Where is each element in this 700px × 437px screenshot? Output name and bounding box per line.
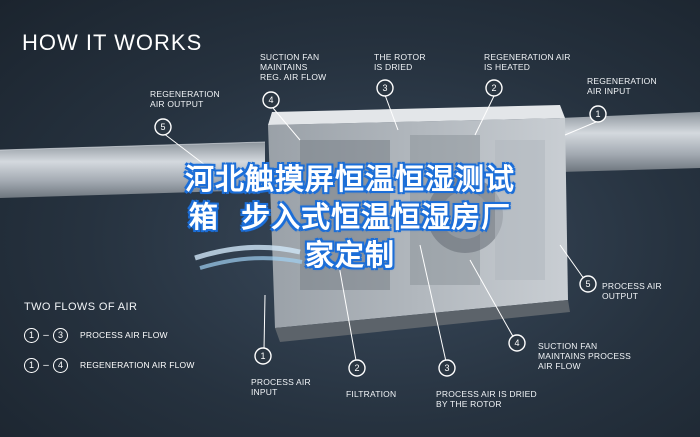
- legend-row-regeneration: 1 – 4 REGENERATION AIR FLOW: [24, 356, 195, 374]
- label-suction-fan-process: SUCTION FAN MAINTAINS PROCESS AIR FLOW: [538, 341, 631, 371]
- legend-end-marker: 4: [53, 357, 68, 373]
- overlay-banner: 河北触摸屏恒温恒湿测试 箱 步入式恒温恒湿房厂 家定制: [110, 160, 590, 274]
- leader-lines: [162, 94, 597, 367]
- legend-start-marker: 1: [24, 357, 39, 373]
- label-process-air-input: PROCESS AIR INPUT: [251, 377, 311, 397]
- top-callout-4-circle: [485, 79, 503, 97]
- label-process-air-dried: PROCESS AIR IS DRIED BY THE ROTOR: [436, 389, 537, 409]
- bottom-callout-1-circle: [254, 347, 272, 365]
- top-callout-5-circle: [589, 105, 607, 123]
- banner-line-2: 箱 步入式恒温恒湿房厂: [188, 200, 512, 234]
- bottom-callout-2-circle: [348, 359, 366, 377]
- top-callout-5-number: 1: [595, 109, 600, 119]
- banner-line-1: 河北触摸屏恒温恒湿测试: [184, 162, 515, 196]
- label-rotor-dried: THE ROTOR IS DRIED: [374, 52, 426, 72]
- top-callout-3-number: 3: [382, 83, 387, 93]
- bottom-callout-5-number: 5: [585, 279, 590, 289]
- legend-title: TWO FLOWS OF AIR: [24, 301, 138, 313]
- top-callout-1-circle: [154, 118, 172, 136]
- bottom-callout-5-circle: [579, 275, 597, 293]
- top-callout-2-number: 4: [268, 95, 273, 105]
- label-regeneration-heated: REGENERATION AIR IS HEATED: [484, 52, 571, 72]
- top-callout-2-circle: [262, 91, 280, 109]
- top-callout-3-circle: [376, 79, 394, 97]
- left-duct: [0, 141, 266, 198]
- airflow-arrows: [194, 244, 303, 270]
- top-callout-1-number: 5: [160, 122, 165, 132]
- legend-start-marker: 1: [24, 327, 39, 343]
- bottom-callout-1-number: 1: [260, 351, 265, 361]
- bottom-callout-3-circle: [438, 359, 456, 377]
- legend-dash: –: [43, 329, 49, 341]
- bottom-callout-4-circle: [508, 334, 526, 352]
- right-duct: [560, 112, 700, 172]
- bottom-callout-2-number: 2: [354, 363, 359, 373]
- legend-label: REGENERATION AIR FLOW: [80, 360, 195, 370]
- banner-line-3: 家定制: [304, 238, 395, 272]
- label-filtration: FILTRATION: [346, 389, 397, 399]
- label-regeneration-air-output: REGENERATION AIR OUTPUT: [150, 89, 220, 109]
- label-suction-fan-reg: SUCTION FAN MAINTAINS REG. AIR FLOW: [260, 52, 327, 82]
- callout-markers: 5 4 3 2 1 1 2 3 4 5: [154, 79, 607, 377]
- legend-label: PROCESS AIR FLOW: [80, 330, 168, 340]
- legend-dash: –: [43, 359, 49, 371]
- label-regeneration-air-input: REGENERATION AIR INPUT: [587, 76, 657, 96]
- legend-end-marker: 3: [53, 327, 68, 343]
- top-callout-4-number: 2: [491, 83, 496, 93]
- bottom-callout-4-number: 4: [514, 338, 519, 348]
- bottom-callout-3-number: 3: [444, 363, 449, 373]
- dehumidifier-cabinet: [268, 105, 570, 342]
- label-process-air-output: PROCESS AIR OUTPUT: [602, 281, 662, 301]
- legend-row-process: 1 – 3 PROCESS AIR FLOW: [24, 326, 168, 344]
- page-title: HOW IT WORKS: [22, 30, 203, 55]
